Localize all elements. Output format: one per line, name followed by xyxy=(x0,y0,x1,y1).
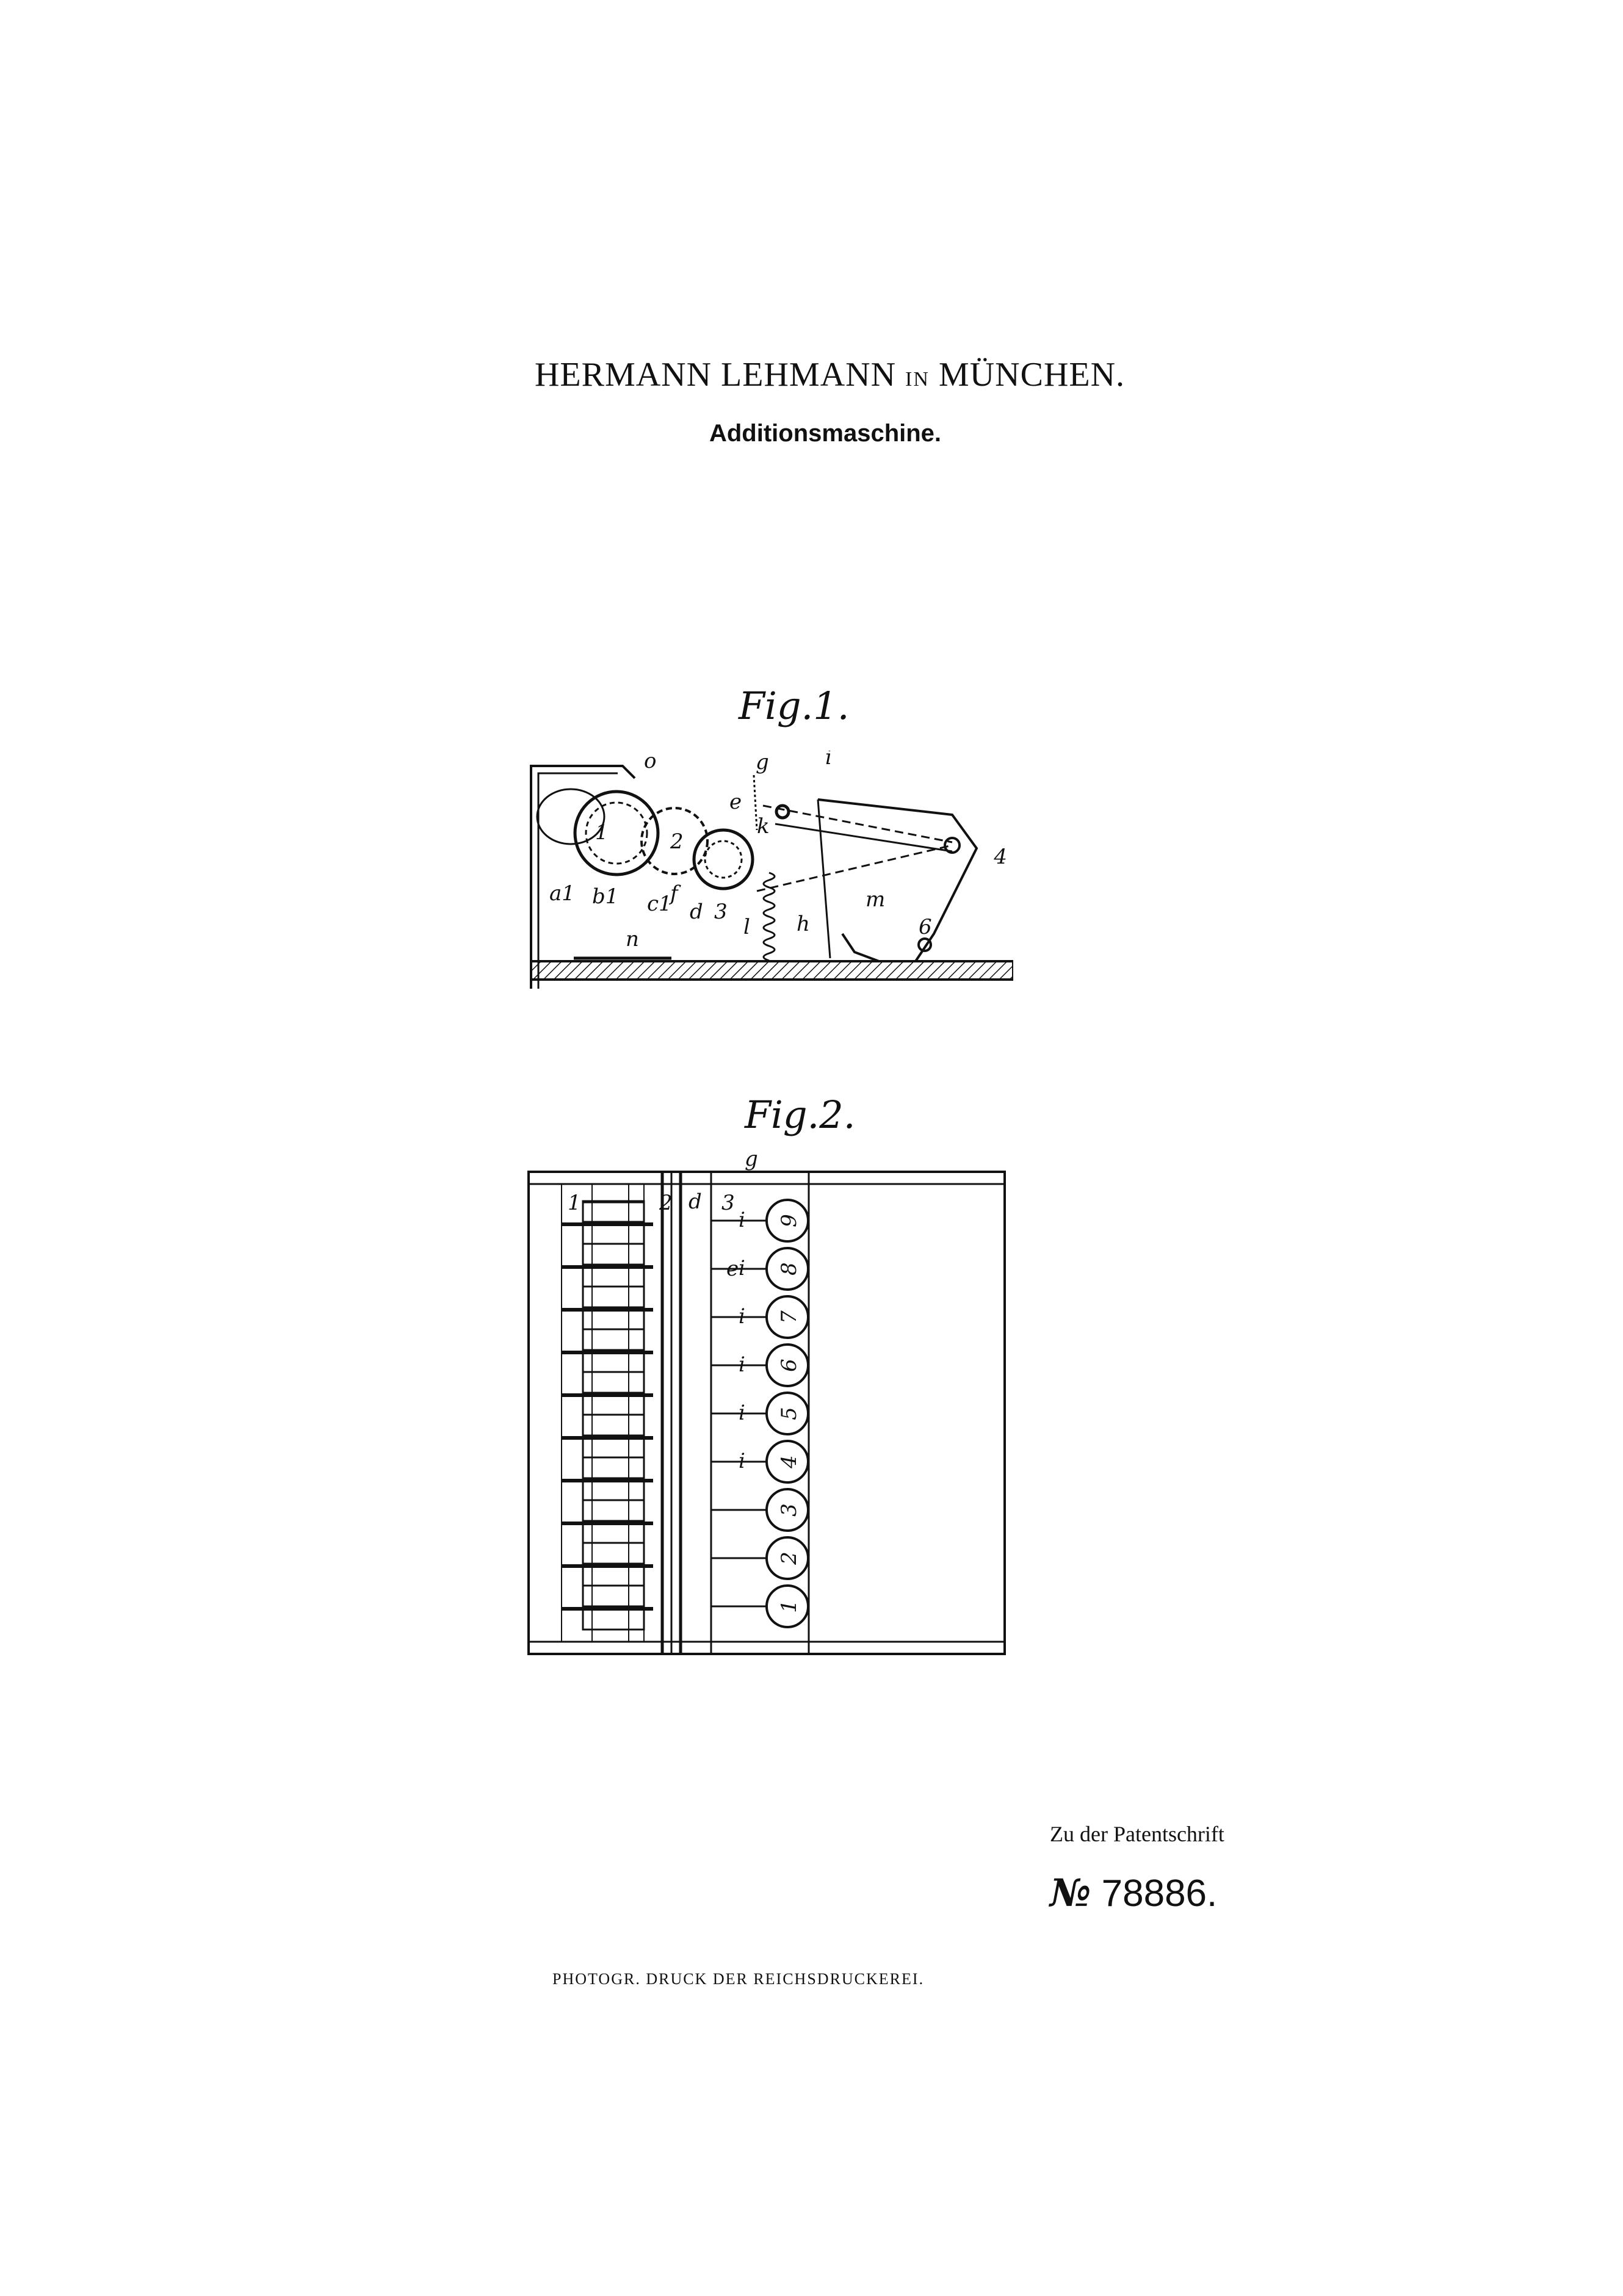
fig2-key-number: 5 xyxy=(777,1407,801,1420)
fig2-column-3: 3 xyxy=(721,1191,735,1215)
fig2-letter-i: i xyxy=(739,1208,745,1232)
fig2-key-circle xyxy=(765,1199,809,1243)
fig2-key-number: 7 xyxy=(777,1310,801,1324)
patent-number: 78886. xyxy=(1101,1872,1218,1915)
fig2-key-circle xyxy=(765,1440,809,1484)
inventor-name: HERMANN LEHMANN xyxy=(534,356,897,394)
fig2-key-number: 3 xyxy=(777,1503,801,1517)
fig1-letter-o: o xyxy=(644,751,656,773)
inventor-city: MÜNCHEN. xyxy=(938,356,1126,394)
patent-number-line: № 78886. xyxy=(1050,1871,1217,1915)
fig2-counter-row xyxy=(582,1499,645,1522)
fig2-counter-row xyxy=(582,1200,645,1223)
fig2-key-circle xyxy=(765,1343,809,1387)
number-sign: № xyxy=(1050,1871,1091,1915)
fig1-letter-k: k xyxy=(757,814,770,839)
fig2-counter-row xyxy=(582,1285,645,1309)
fig2-letter-i: i xyxy=(739,1256,745,1280)
fig2-key-number: 8 xyxy=(777,1262,801,1276)
fig2-key-number: 2 xyxy=(777,1551,801,1565)
fig1-letter-a1: a1 xyxy=(549,881,575,906)
fig2-letter-i: i xyxy=(739,1304,745,1329)
fig1-drawing: o g i e k 4 a1 b1 c1 f d 3 l h m n 6 1 2 xyxy=(530,751,1013,989)
fig2-letter-d: d xyxy=(689,1190,702,1214)
fig1-letter-3: 3 xyxy=(714,900,728,924)
fig2-key-number: 1 xyxy=(777,1600,801,1613)
fig2-label: Fig.2. xyxy=(745,1092,856,1137)
fig2-key-circle xyxy=(765,1392,809,1435)
fig2-key-circle xyxy=(765,1295,809,1339)
zu-der-patentschrift: Zu der Patentschrift xyxy=(1050,1822,1224,1846)
fig2-key-circle xyxy=(765,1584,809,1628)
fig2-letter-e: e xyxy=(726,1257,739,1281)
fig2-key-circle xyxy=(765,1488,809,1532)
fig2-counter-row xyxy=(582,1456,645,1479)
fig1-letter-i: i xyxy=(825,751,832,770)
fig2-counter-row xyxy=(582,1328,645,1351)
patent-title: Additionsmaschine. xyxy=(709,420,942,447)
fig1-letter-c1: c1 xyxy=(647,892,672,916)
fig2-key-number: 4 xyxy=(777,1455,801,1469)
printer-imprint: PHOTOGR. DRUCK DER REICHSDRUCKEREI. xyxy=(552,1970,925,1988)
fig1-letter-6: 6 xyxy=(919,915,932,939)
fig1-letter-d: d xyxy=(690,900,703,924)
fig1-letter-e: e xyxy=(729,790,742,814)
fig1-letter-n: n xyxy=(626,927,639,951)
fig1-letter-h: h xyxy=(797,912,810,936)
fig1-letter-f: f xyxy=(668,881,681,906)
fig2-key-number: 6 xyxy=(777,1359,801,1372)
fig2-counter-row xyxy=(582,1413,645,1437)
fig2-counter-row xyxy=(582,1584,645,1608)
fig2-letter-i: i xyxy=(739,1449,745,1473)
fig1-letter-b1: b1 xyxy=(592,884,618,909)
fig2-counter-row xyxy=(582,1243,645,1266)
fig2-letter-i: i xyxy=(739,1352,745,1377)
fig2-letter-g: g xyxy=(745,1153,758,1171)
fig1-letter-1: 1 xyxy=(595,820,609,845)
fig2-key-number: 9 xyxy=(777,1214,801,1227)
fig2-key-circle xyxy=(765,1536,809,1580)
fig2-counter-row xyxy=(582,1542,645,1565)
inventor-in: IN xyxy=(905,368,930,391)
inventor-line: HERMANN LEHMANN IN MÜNCHEN. xyxy=(0,355,1623,394)
fig2-letter-i: i xyxy=(739,1401,745,1425)
fig2-column-1: 1 xyxy=(568,1191,581,1215)
fig1-letter-g: g xyxy=(756,751,769,774)
fig1-label: Fig.1. xyxy=(739,684,850,728)
fig2-key-circle xyxy=(765,1247,809,1291)
fig2-counter-row xyxy=(582,1371,645,1394)
fig1-letter-4: 4 xyxy=(993,845,1007,869)
fig2-column-2: 2 xyxy=(659,1191,673,1215)
fig1-letter-l: l xyxy=(743,915,750,939)
fig1-letter-2: 2 xyxy=(670,829,684,854)
fig1-letter-m: m xyxy=(866,887,885,912)
